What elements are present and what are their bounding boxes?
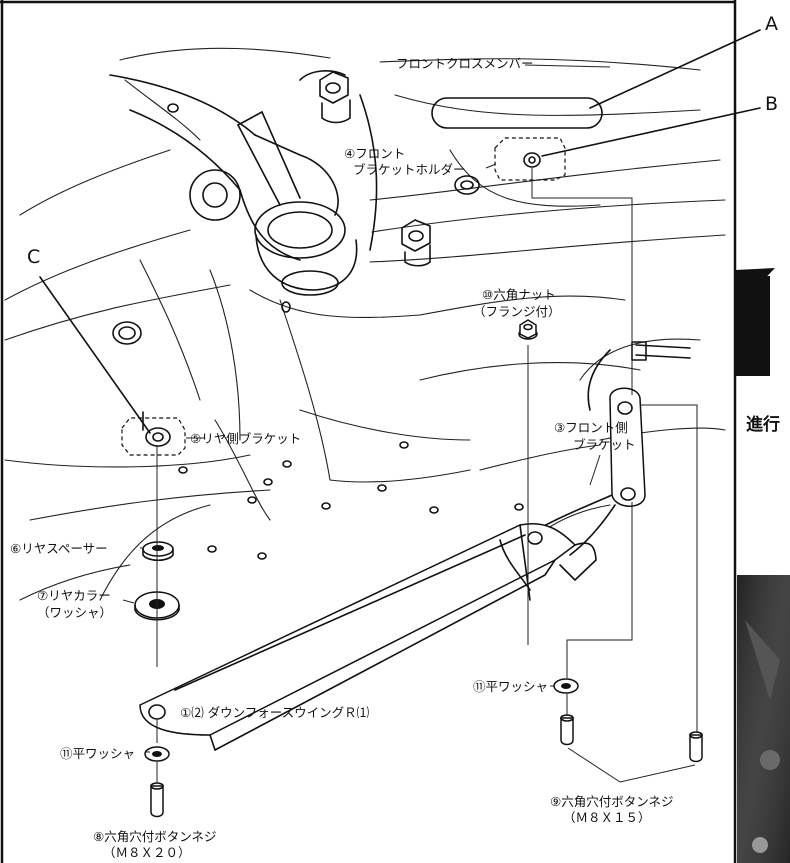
label-front-bracket-holder-1: ④フロント bbox=[344, 146, 405, 161]
bolt-m8x15-left-drawing bbox=[560, 714, 574, 746]
label-hex-nut-1: ⑩六角ナット bbox=[482, 287, 556, 302]
photo-inset bbox=[737, 575, 790, 863]
label-button-screw-long-2: （Ｍ８Ｘ２０） bbox=[103, 845, 191, 860]
label-front-bracket-2: ブラケット bbox=[573, 437, 636, 452]
label-downforce-wing: ①⑵ ダウンフォースウイングＲ⑴ bbox=[180, 705, 370, 720]
bolt-m8x15-right-drawing bbox=[689, 731, 703, 763]
hex-nut-bottom-drawing bbox=[401, 219, 431, 267]
front-bracket-holder-drawing bbox=[494, 137, 566, 181]
label-button-screw-short-2: （Ｍ８Ｘ１５） bbox=[563, 810, 651, 825]
suspension-arm-drawing bbox=[109, 70, 378, 296]
label-flat-washer-left: ⑪平ワッシャ bbox=[60, 746, 135, 761]
diagram-frame bbox=[0, 0, 737, 863]
front-bracket-drawing bbox=[519, 387, 646, 556]
cross-member-slot bbox=[431, 97, 603, 129]
body-holes bbox=[112, 103, 524, 560]
callout-leaders bbox=[39, 29, 761, 434]
label-front-bracket-1: ③フロント側 bbox=[554, 420, 628, 435]
flat-washer-left-drawing bbox=[144, 746, 170, 762]
hex-nut-top-drawing bbox=[319, 71, 351, 124]
callout-c: C bbox=[27, 246, 40, 268]
label-direction: 進行 bbox=[746, 414, 780, 435]
label-hex-nut-2: （フランジ付） bbox=[473, 304, 561, 319]
label-button-screw-short-1: ⑨六角穴付ボタンネジ bbox=[550, 794, 673, 809]
label-rear-collar-2: （ワッシャ） bbox=[37, 605, 112, 620]
label-leaders bbox=[122, 64, 611, 753]
bolt-m8x20-drawing bbox=[150, 782, 164, 818]
label-button-screw-long-1: ⑧六角穴付ボタンネジ bbox=[93, 829, 216, 844]
label-front-bracket-holder-2: ブラケットホルダー bbox=[353, 162, 466, 177]
rear-spacer-drawing bbox=[142, 541, 174, 562]
screw-label-bracket bbox=[567, 747, 696, 783]
label-flat-washer-right: ⑪平ワッシャ bbox=[473, 679, 548, 694]
flat-washer-right-drawing bbox=[553, 678, 579, 694]
assembly-lines bbox=[156, 168, 698, 783]
label-rear-spacer: ⑥リヤスペーサー bbox=[10, 541, 108, 556]
label-front-cross-member: フロントクロスメンバー bbox=[396, 56, 534, 71]
callout-a: A bbox=[765, 13, 778, 35]
label-rear-collar-1: ⑦リヤカラー bbox=[37, 588, 111, 603]
travel-direction-arrow-icon bbox=[735, 268, 775, 376]
callout-b: B bbox=[765, 93, 778, 115]
chassis-line-art bbox=[4, 47, 726, 601]
downforce-wing-drawing bbox=[139, 523, 597, 751]
flange-hex-nut-drawing bbox=[518, 319, 538, 340]
label-rear-bracket: ⑤リヤ側ブラケット bbox=[190, 431, 301, 446]
rear-bracket-drawing bbox=[121, 411, 186, 456]
